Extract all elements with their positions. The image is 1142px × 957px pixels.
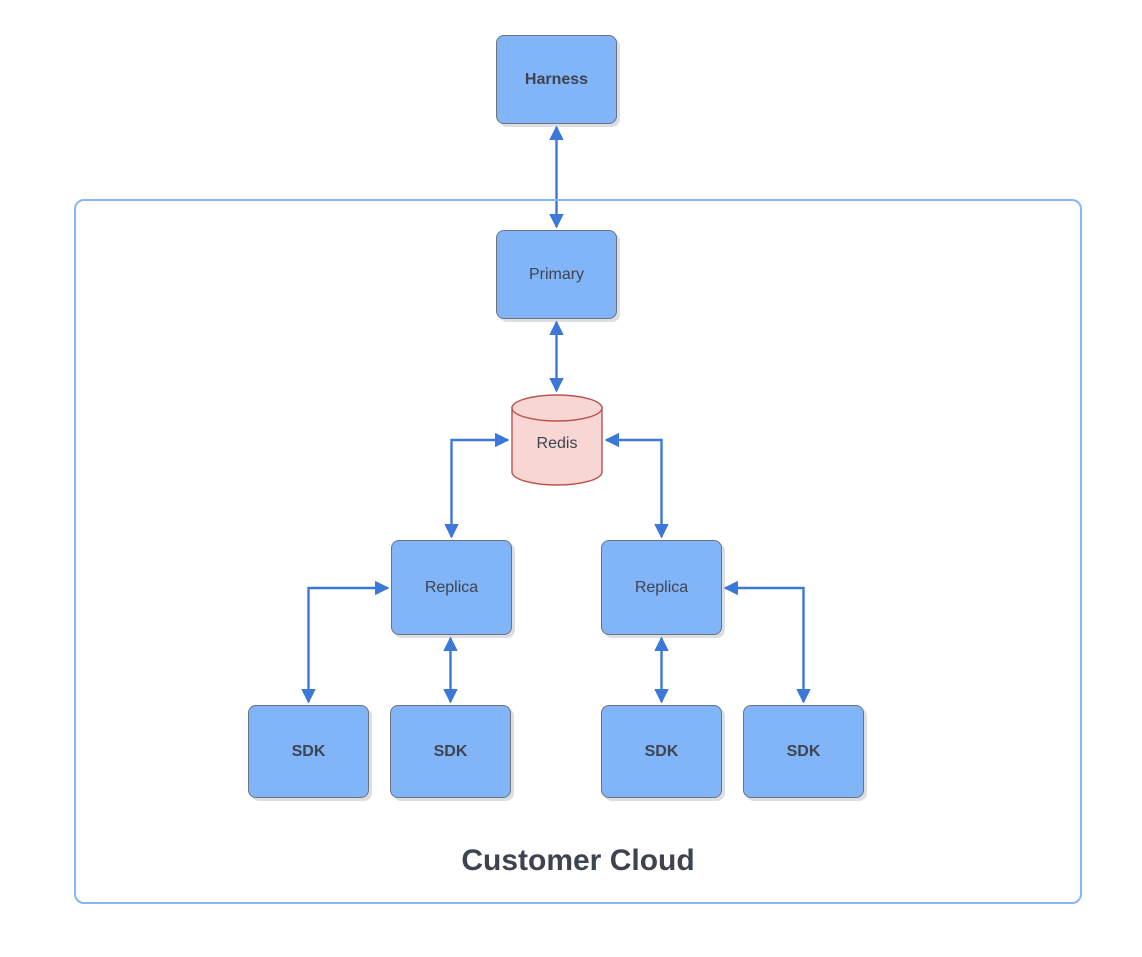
node-harness[interactable]: Harness bbox=[496, 35, 617, 124]
node-sdk-1[interactable]: SDK bbox=[248, 705, 369, 798]
node-sdk-4[interactable]: SDK bbox=[743, 705, 864, 798]
node-primary[interactable]: Primary bbox=[496, 230, 617, 319]
cylinder-shape bbox=[511, 394, 603, 486]
node-replica-left-label: Replica bbox=[424, 578, 479, 596]
node-sdk-3[interactable]: SDK bbox=[601, 705, 722, 798]
node-harness-label: Harness bbox=[524, 70, 589, 88]
node-sdk-3-label: SDK bbox=[644, 742, 679, 760]
node-sdk-2[interactable]: SDK bbox=[390, 705, 511, 798]
node-replica-right-label: Replica bbox=[634, 578, 689, 596]
customer-cloud-container bbox=[74, 199, 1082, 904]
customer-cloud-label: Customer Cloud bbox=[461, 844, 695, 877]
node-replica-right[interactable]: Replica bbox=[601, 540, 722, 635]
node-primary-label: Primary bbox=[528, 265, 585, 283]
node-sdk-2-label: SDK bbox=[433, 742, 468, 760]
node-sdk-1-label: SDK bbox=[291, 742, 326, 760]
node-redis-datastore[interactable]: Redis bbox=[511, 394, 603, 486]
node-replica-left[interactable]: Replica bbox=[391, 540, 512, 635]
node-sdk-4-label: SDK bbox=[786, 742, 821, 760]
